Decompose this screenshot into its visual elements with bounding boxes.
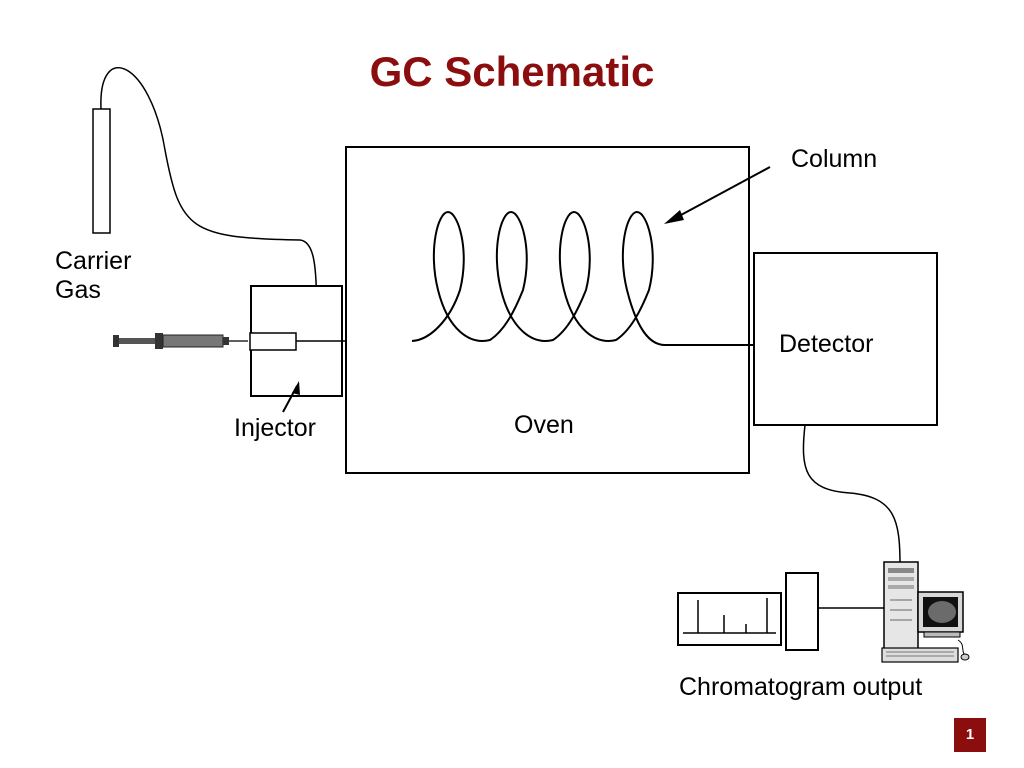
oven-label: Oven xyxy=(514,411,574,439)
carrier-gas-label-line2: Gas xyxy=(55,276,101,304)
chart-recorder-icon xyxy=(677,572,885,651)
oven-box xyxy=(345,146,750,474)
carrier-gas-label-line1: Carrier xyxy=(55,247,132,275)
computer-icon xyxy=(881,561,970,663)
gas-cylinder xyxy=(92,108,111,234)
chromatogram-label: Chromatogram output xyxy=(679,673,923,701)
page-number-badge: 1 xyxy=(954,718,986,752)
carrier-gas-line xyxy=(100,66,319,341)
syringe-icon xyxy=(113,333,248,349)
column-label: Column xyxy=(791,145,878,173)
detector-label: Detector xyxy=(779,330,874,358)
slide-title: GC Schematic xyxy=(369,48,655,95)
injection-port xyxy=(249,332,297,351)
detector-box xyxy=(753,252,938,426)
detector-cable xyxy=(802,424,901,566)
column-coil xyxy=(411,210,770,346)
injector-label: Injector xyxy=(234,414,316,442)
